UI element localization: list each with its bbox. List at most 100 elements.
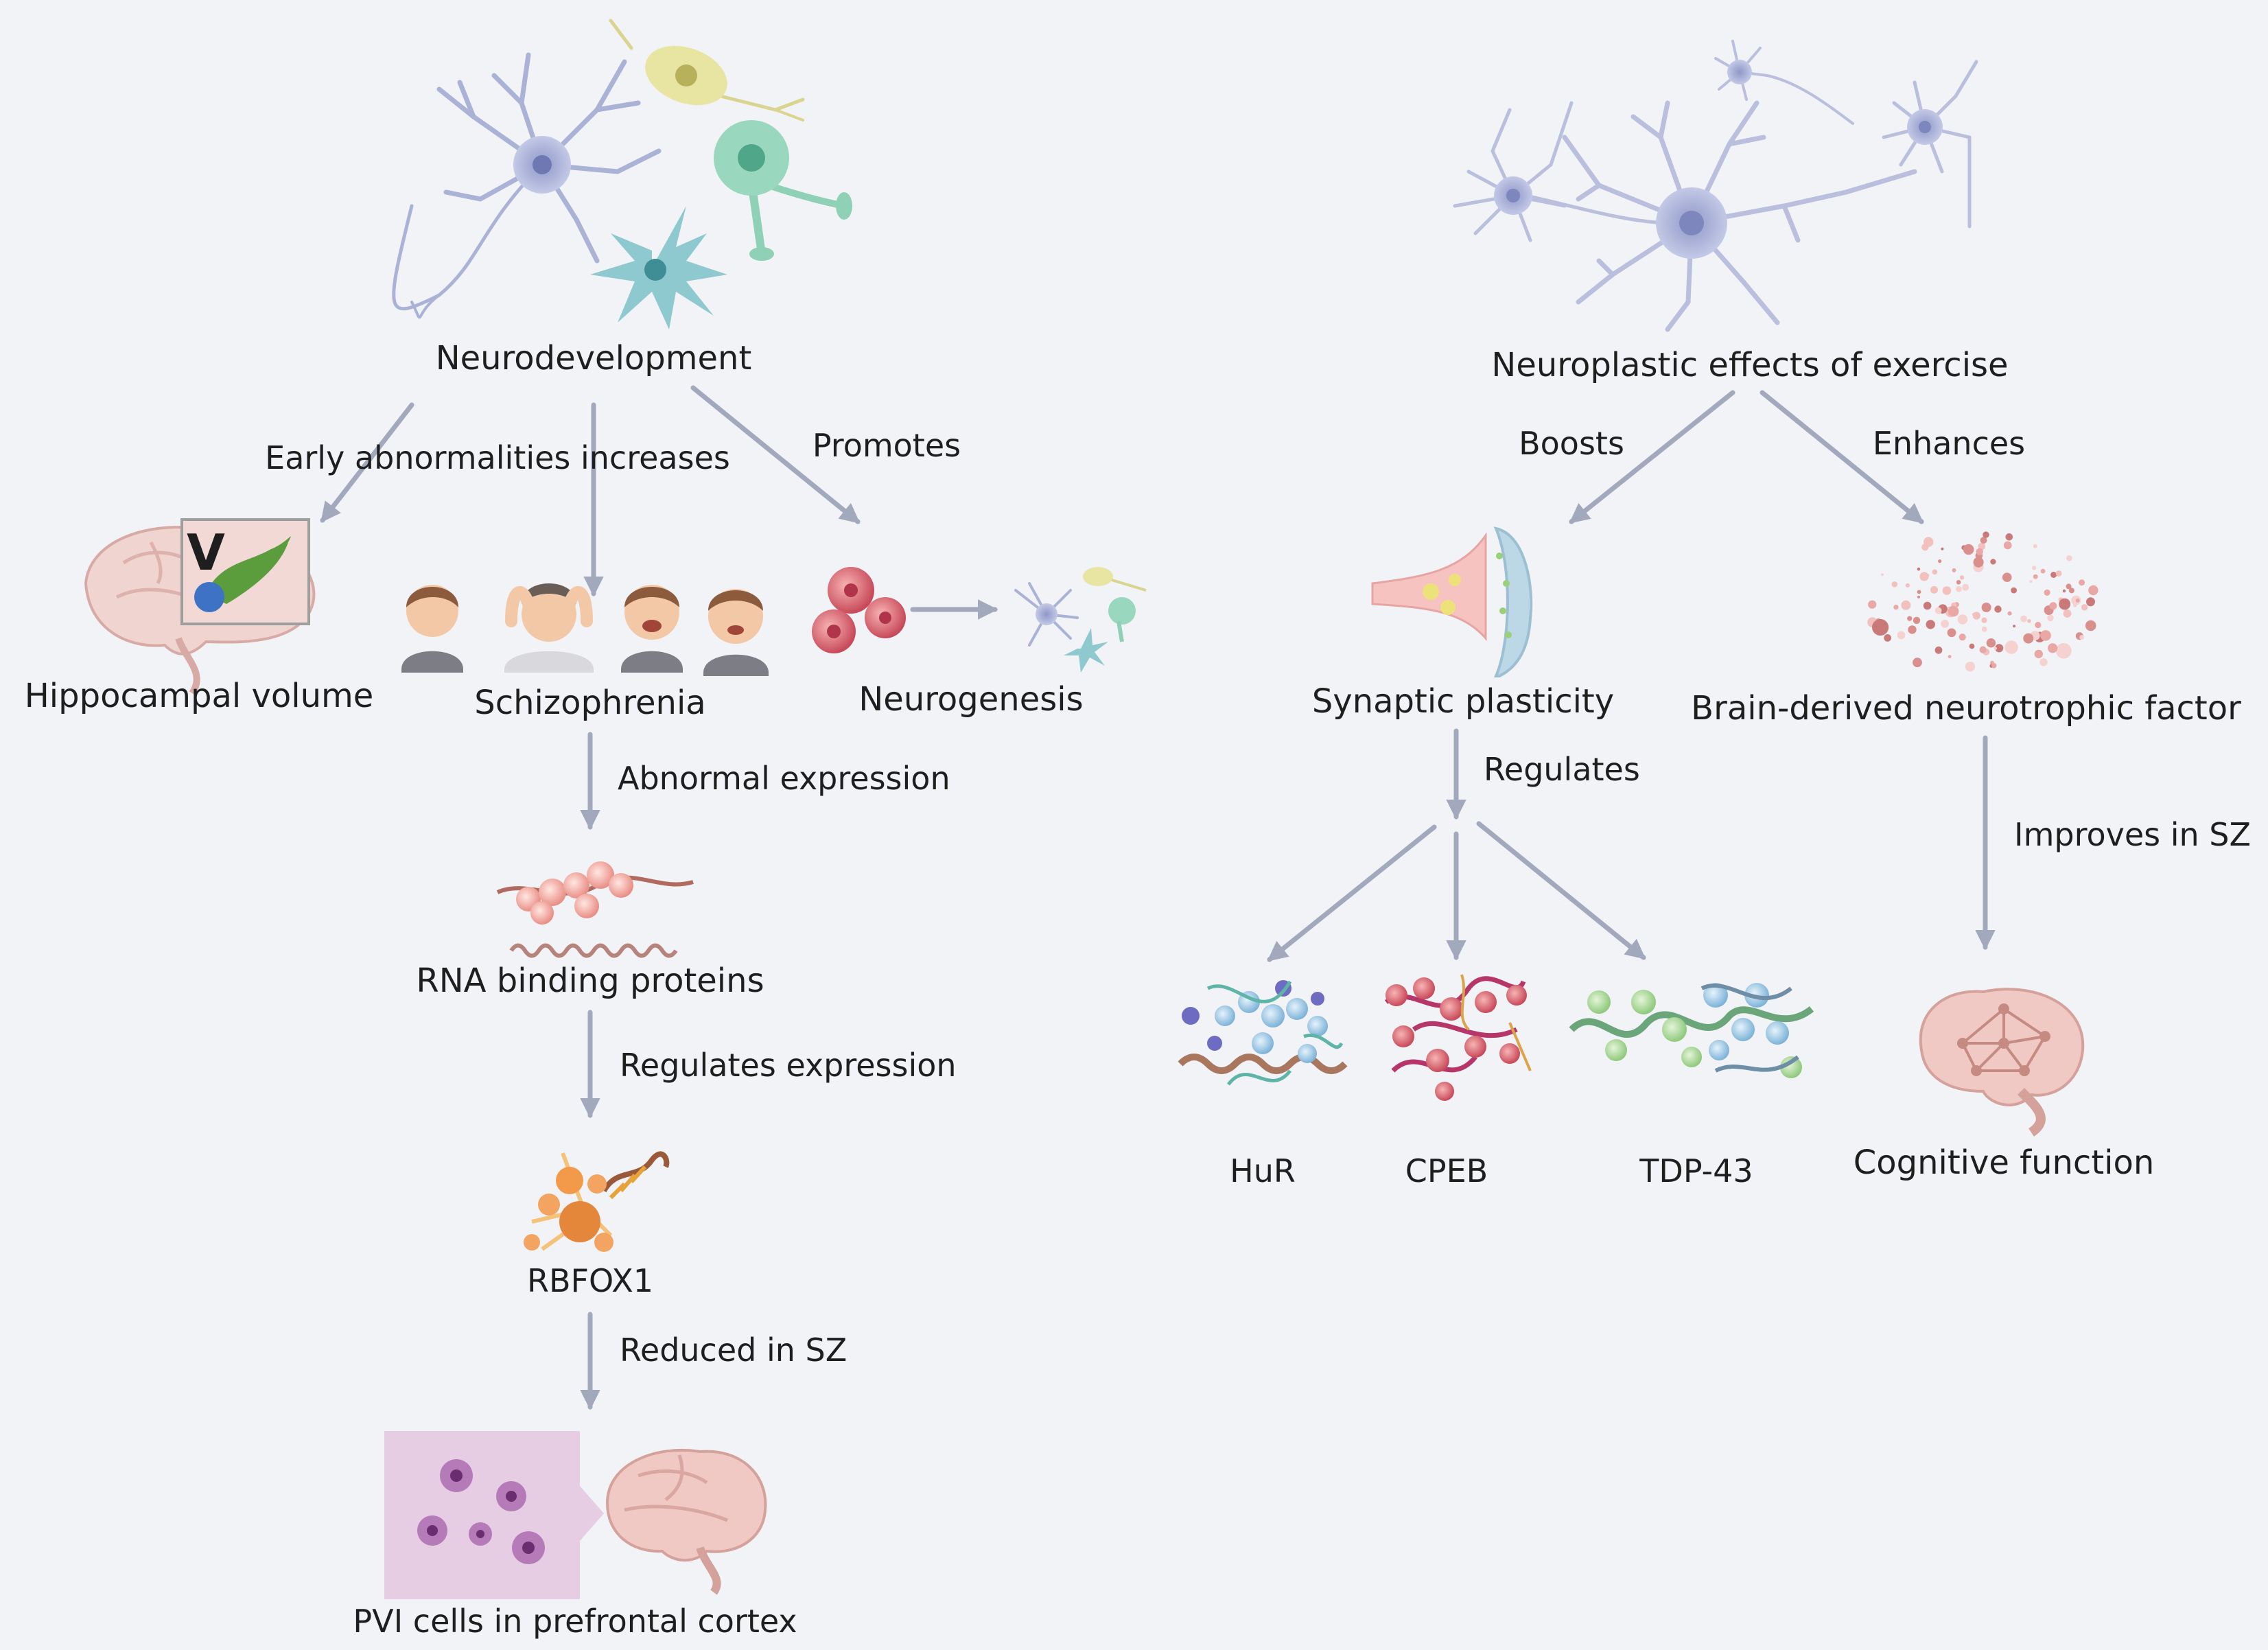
bdnf-particle xyxy=(2040,568,2046,574)
pvi-cells-panel xyxy=(384,1431,580,1599)
bdnf-particle xyxy=(2002,572,2012,582)
bdnf-particle xyxy=(1917,567,1921,571)
bdnf-particle xyxy=(2062,589,2066,593)
bdnf-particle xyxy=(1923,601,1932,610)
bdnf-particles-icon xyxy=(1867,531,2099,672)
bdnf-particle xyxy=(2047,614,2054,622)
hur-label: HuR xyxy=(1230,1152,1296,1189)
arrow-to-hur xyxy=(1267,824,1437,962)
synaptic-plasticity-label: Synaptic plasticity xyxy=(1312,682,1614,721)
bdnf-particle xyxy=(1959,634,1966,641)
bdnf-particle xyxy=(2056,643,2072,659)
teal-neuron-icon xyxy=(590,206,727,329)
bdnf-particle xyxy=(2059,598,2071,610)
bdnf-particle xyxy=(2023,633,2034,644)
bdnf-particle xyxy=(1880,573,1884,577)
pvi-cells-illustration xyxy=(384,1431,767,1599)
bdnf-particle xyxy=(1969,643,1975,649)
bdnf-particle xyxy=(1965,662,1976,672)
bdnf-particle xyxy=(1934,646,1943,654)
bdnf-particle xyxy=(2063,609,2072,618)
bdnf-particle xyxy=(1917,590,1921,594)
rna-binding-proteins-label: RNA binding proteins xyxy=(416,962,764,1000)
bdnf-particle xyxy=(2075,599,2080,603)
bdnf-particle xyxy=(1897,631,1906,640)
tdp43-label: TDP-43 xyxy=(1639,1152,1753,1189)
bdnf-particle xyxy=(1962,583,1969,591)
improves-in-sz-label: Improves in SZ xyxy=(2014,816,2251,853)
bdnf-particle xyxy=(1963,544,1974,555)
bdnf-particle xyxy=(2033,574,2038,579)
bdnf-particle xyxy=(1893,605,1899,610)
bdnf-particle xyxy=(1926,574,1930,577)
reduced-in-sz-label: Reduced in SZ xyxy=(620,1332,847,1369)
cpeb-protein-icon xyxy=(1384,974,1532,1101)
bdnf-particle xyxy=(1986,638,1996,648)
bdnf-particle xyxy=(1932,569,1938,575)
bdnf-particle xyxy=(1994,647,1997,650)
bdnf-particle xyxy=(2049,602,2057,610)
bdnf-particle xyxy=(1980,537,1987,544)
abnormal-expression-label: Abnormal expression xyxy=(618,760,950,797)
bdnf-particle xyxy=(2044,589,2050,596)
early-abnormalities-label: Early abnormalities increases xyxy=(265,439,730,476)
bdnf-particle xyxy=(1956,585,1962,592)
exercise-neurons-illustration xyxy=(1453,40,1978,332)
tdp43-protein-icon xyxy=(1569,983,1814,1078)
bdnf-particle xyxy=(1891,581,1898,588)
bdnf-particle xyxy=(1917,595,1921,599)
bdnf-particle xyxy=(1930,585,1938,594)
regulates-label: Regulates xyxy=(1484,751,1640,788)
cpeb-label: CPEB xyxy=(1405,1152,1488,1189)
bdnf-particle xyxy=(1926,620,1935,629)
bdnf-particle xyxy=(1901,600,1911,610)
pvi-cells-label: PVI cells in prefrontal cortex xyxy=(353,1603,797,1640)
person-icon xyxy=(401,585,463,673)
bdnf-particle xyxy=(1868,600,1877,609)
arrow-to-bdnf xyxy=(1760,390,1924,524)
hippocampus-volume-marker: V xyxy=(187,524,225,581)
bdnf-particle xyxy=(2040,630,2051,641)
bdnf-particle xyxy=(2066,583,2072,590)
bdnf-particle xyxy=(2079,635,2085,640)
yellow-neuron-icon xyxy=(609,19,805,121)
boosts-label: Boosts xyxy=(1519,425,1624,462)
bdnf-particle xyxy=(1941,547,1944,550)
bdnf-particle xyxy=(1924,537,1934,547)
hur-protein-icon xyxy=(1178,980,1348,1086)
promotes-label: Promotes xyxy=(812,427,961,464)
bdnf-particle xyxy=(2011,587,2018,594)
neurodevelopment-illustration xyxy=(392,19,852,329)
cognitive-function-label: Cognitive function xyxy=(1854,1143,2155,1182)
bdnf-particle xyxy=(1952,568,1956,572)
bdnf-particle xyxy=(1913,616,1921,625)
rbfox1-protein-icon xyxy=(524,1151,670,1252)
bdnf-particle xyxy=(1884,634,1892,642)
prefrontal-brain-icon xyxy=(605,1448,767,1595)
bdnf-particle xyxy=(1956,580,1961,585)
bdnf-particle xyxy=(1907,616,1913,621)
bdnf-particle xyxy=(2013,625,2016,628)
bdnf-particle xyxy=(1983,531,1989,538)
bdnf-particle xyxy=(2027,619,2031,623)
bdnf-particle xyxy=(2079,579,2085,586)
arrow-to-neurogenesis xyxy=(690,385,861,524)
bdnf-particle xyxy=(1948,605,1959,617)
bdnf-particle xyxy=(1981,603,1991,612)
bdnf-particle xyxy=(2029,580,2033,583)
hippocampal-volume-label: Hippocampal volume xyxy=(25,677,374,715)
bdnf-particle xyxy=(1934,607,1942,614)
hippocampus-brain-icon: V xyxy=(84,518,316,695)
bdnf-particle xyxy=(1948,655,1952,658)
arrow-to-tdp43 xyxy=(1476,821,1646,960)
bdnf-particle xyxy=(1941,620,1950,628)
bdnf-particle xyxy=(2005,533,2013,541)
bdnf-particle xyxy=(2050,572,2057,578)
bdnf-particle xyxy=(1959,575,1965,580)
bdnf-particle xyxy=(2055,570,2062,577)
bdnf-particle xyxy=(1972,612,1976,616)
schizophrenia-label: Schizophrenia xyxy=(474,684,705,722)
bdnf-particle xyxy=(2073,603,2077,607)
bdnf-particle xyxy=(1913,658,1922,668)
bdnf-particle xyxy=(1942,586,1952,595)
